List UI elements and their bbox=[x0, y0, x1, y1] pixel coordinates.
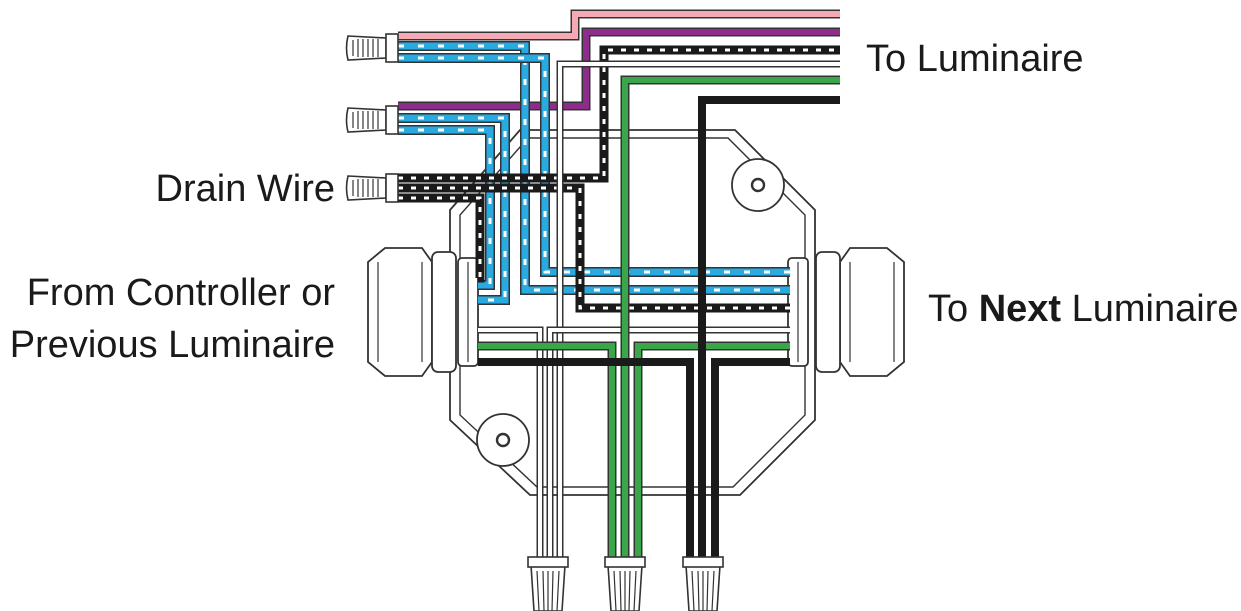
wire-nut-top bbox=[345, 33, 399, 63]
right-cable-gland bbox=[787, 247, 905, 377]
pink-wire bbox=[398, 9, 840, 41]
blue-dashed-wire-lower bbox=[398, 113, 510, 305]
to-next-suffix: Luminaire bbox=[1061, 288, 1239, 330]
to-next-bold: Next bbox=[978, 288, 1062, 330]
mounting-hole-bottom-left bbox=[476, 413, 530, 467]
wire-nut-bottom-white bbox=[527, 556, 569, 611]
to-luminaire-label: To Luminaire bbox=[866, 38, 1084, 80]
drain-wire-bundle bbox=[398, 45, 840, 313]
purple-wire bbox=[398, 27, 840, 111]
from-controller-label-line1: From Controller or bbox=[26, 272, 335, 314]
left-cable-gland bbox=[367, 247, 479, 377]
from-controller-label-line2: Previous Luminaire bbox=[9, 324, 335, 366]
wire-nut-middle bbox=[345, 105, 399, 135]
black-wires bbox=[478, 96, 840, 560]
green-wires bbox=[478, 75, 840, 560]
blue-dashed-wire-upper bbox=[398, 41, 790, 295]
drain-wire-label: Drain Wire bbox=[155, 168, 335, 210]
white-wires bbox=[478, 60, 840, 560]
wire-nut-drain bbox=[345, 173, 399, 203]
mounting-hole-top-right bbox=[731, 158, 785, 212]
wire-nut-bottom-green bbox=[604, 556, 646, 611]
wire-nut-bottom-black bbox=[682, 556, 724, 611]
to-next-luminaire-label: To Next Luminaire bbox=[928, 286, 1239, 332]
to-next-prefix: To bbox=[928, 288, 979, 330]
